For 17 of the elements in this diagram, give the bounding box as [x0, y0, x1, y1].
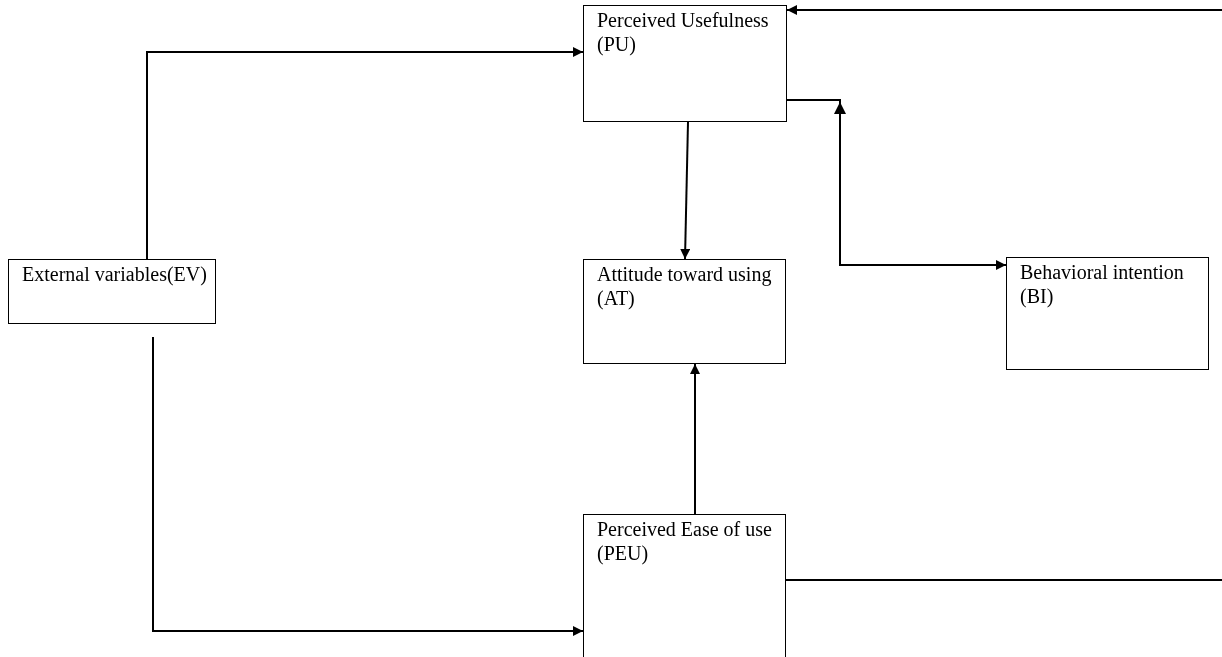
line [786, 5, 1222, 15]
process-box [583, 5, 787, 122]
arrow [690, 363, 700, 515]
box-label: Perceived Usefulness (PU) [597, 8, 770, 56]
process-box [583, 259, 786, 364]
arrow [786, 99, 1007, 270]
arrow [146, 47, 584, 260]
arrow [152, 336, 584, 636]
arrow [680, 121, 691, 260]
process-box [1006, 257, 1209, 370]
box-label: External variables(EV) [22, 262, 208, 286]
box-label: Attitude toward using (AT) [597, 262, 773, 310]
line [785, 579, 1222, 581]
box-label: Behavioral intention (BI) [1020, 260, 1185, 308]
process-box [8, 259, 216, 324]
process-box [583, 514, 786, 657]
box-label: Perceived Ease of use (PEU) [597, 517, 773, 565]
